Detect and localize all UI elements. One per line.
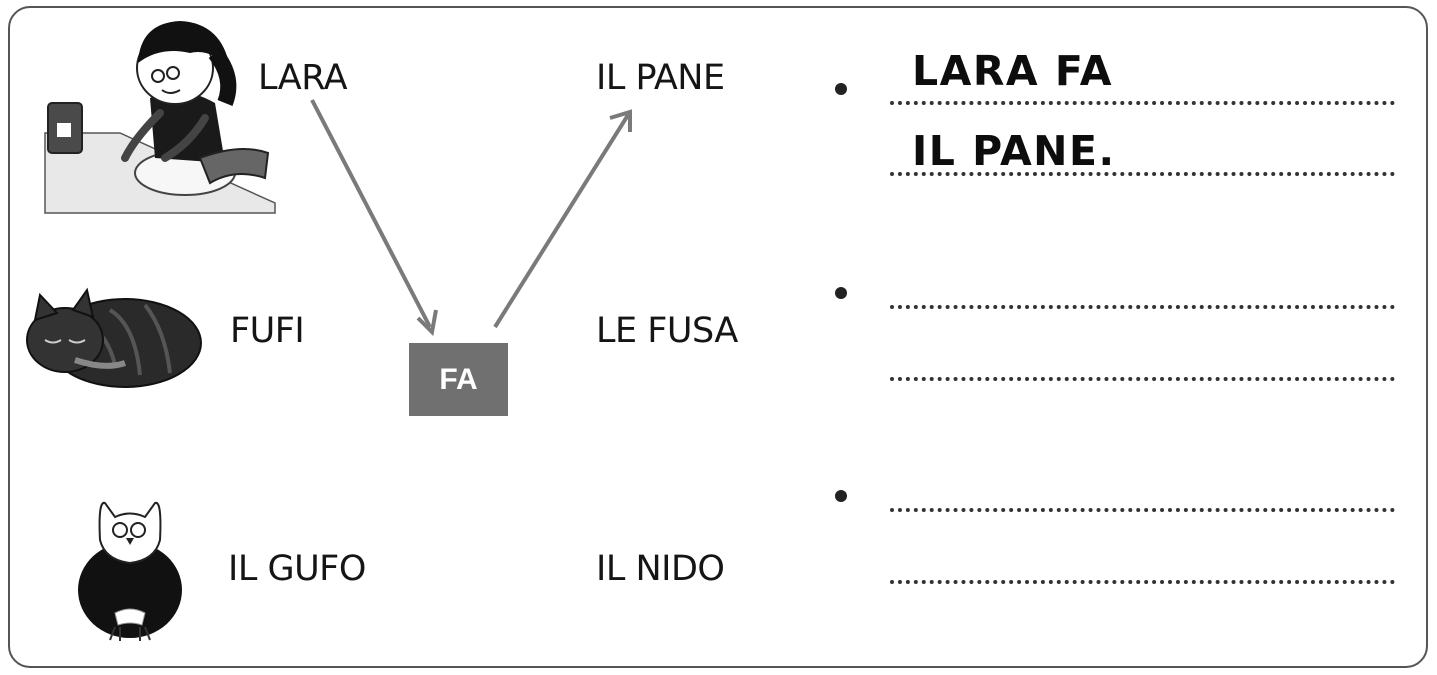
arrowhead-pane: [609, 109, 632, 132]
subject-lara: LARA: [258, 58, 348, 98]
writing-line-2[interactable]: [890, 172, 1395, 176]
arrow-lara-to-fa: [310, 99, 432, 328]
writing-line-3[interactable]: [890, 305, 1395, 309]
bullet-2: [835, 287, 847, 299]
object-nido: IL NIDO: [596, 549, 725, 589]
sleeping-cat-icon: [26, 287, 202, 388]
verb-label: FA: [439, 362, 478, 396]
writing-line-1[interactable]: [890, 101, 1395, 105]
object-pane: IL PANE: [596, 58, 725, 98]
subject-fufi: FUFI: [230, 311, 305, 351]
answer-line-2-text: IL PANE.: [912, 127, 1116, 175]
girl-kneading-dough-icon: [44, 21, 276, 214]
writing-line-4[interactable]: [890, 377, 1395, 381]
owl-icon: [78, 501, 182, 641]
verb-box: FA: [409, 343, 508, 416]
arrow-fa-to-pane: [493, 113, 630, 329]
writing-line-6[interactable]: [890, 580, 1395, 584]
answer-line-1-text: LARA FA: [912, 47, 1113, 95]
writing-line-5[interactable]: [890, 508, 1395, 512]
exercise-frame: [8, 6, 1428, 668]
bullet-3: [835, 490, 847, 502]
subject-gufo: IL GUFO: [228, 549, 366, 589]
bullet-1: [835, 83, 847, 95]
object-fusa: LE FUSA: [596, 311, 738, 351]
arrowhead-fa: [416, 309, 438, 337]
